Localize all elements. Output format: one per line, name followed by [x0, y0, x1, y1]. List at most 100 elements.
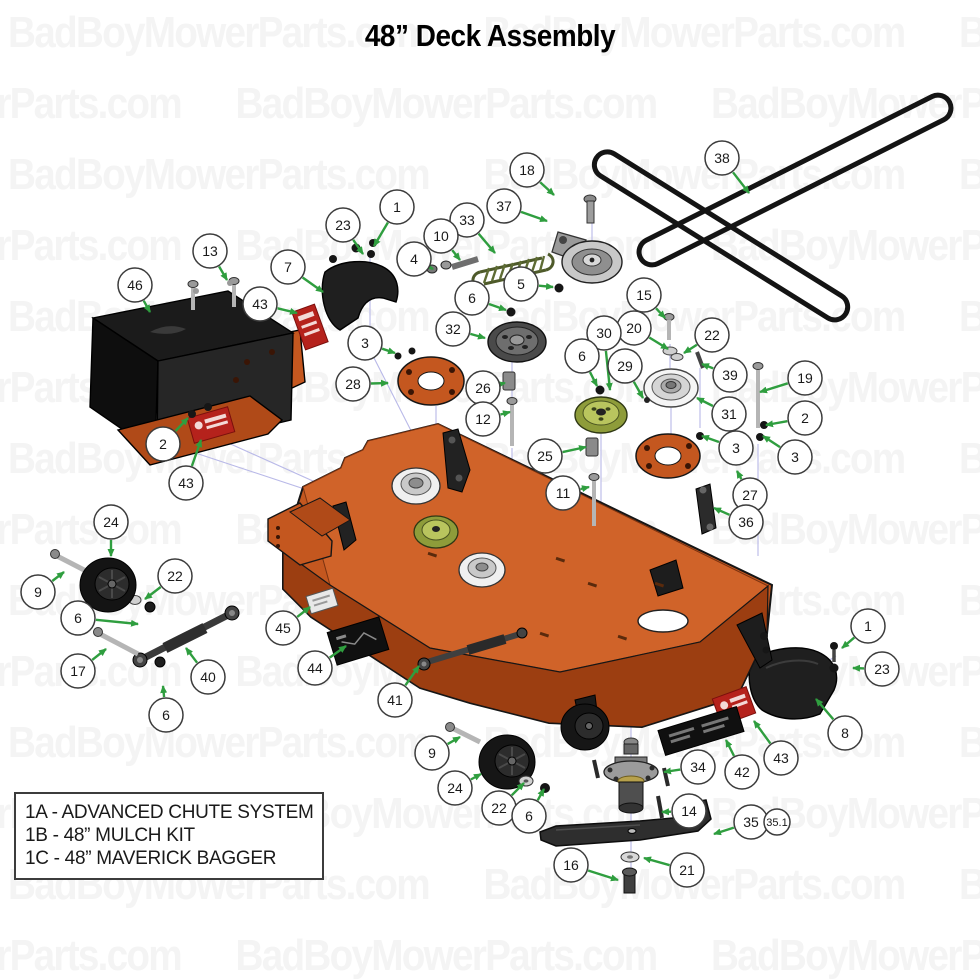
- callout-18: 18: [509, 152, 545, 188]
- drive-belt: [591, 92, 954, 323]
- callout-4: 4: [396, 241, 432, 277]
- callout-arrow-27: [735, 470, 744, 480]
- callout-19: 19: [787, 360, 823, 396]
- svg-text:9: 9: [428, 745, 436, 761]
- callout-arrow-21: [643, 856, 671, 867]
- callout-arrow-7: [301, 276, 324, 293]
- callout-arrow-11: [580, 485, 590, 493]
- callout-3: 3: [777, 439, 813, 475]
- svg-text:24: 24: [447, 780, 463, 796]
- callout-2: 2: [787, 400, 823, 436]
- mower-blade-35: [539, 799, 712, 847]
- callout-5: 5: [503, 266, 539, 302]
- callout-arrow-1: [372, 221, 389, 247]
- idler-arm-pulley-37: [551, 194, 623, 284]
- callout-6: 6: [564, 338, 600, 374]
- callout-arrow-3: [701, 434, 720, 444]
- callout-3: 3: [718, 430, 754, 466]
- callout-32: 32: [435, 311, 471, 347]
- svg-text:18: 18: [519, 162, 535, 178]
- callout-arrow-42: [724, 739, 736, 757]
- legend-item-1a: 1A - ADVANCED CHUTE SYSTEM: [25, 802, 314, 823]
- callout-arrow-36: [713, 506, 730, 516]
- rubber-flap-7: [321, 260, 399, 331]
- svg-text:29: 29: [617, 358, 633, 374]
- callout-arrow-2: [174, 417, 189, 432]
- callout-arrow-22: [683, 343, 698, 355]
- svg-text:6: 6: [468, 290, 476, 306]
- svg-text:6: 6: [578, 348, 586, 364]
- svg-text:23: 23: [874, 661, 890, 677]
- warning-sticker-43b: [186, 406, 236, 444]
- svg-text:1: 1: [864, 618, 872, 634]
- callout-1: 1: [379, 189, 415, 225]
- svg-text:30: 30: [596, 325, 612, 341]
- callout-26: 26: [465, 370, 501, 406]
- deck-wheel-front-left: [79, 557, 137, 613]
- callout-arrow-6: [488, 302, 507, 312]
- hardware-group: [187, 239, 839, 793]
- legend-box: 1A - ADVANCED CHUTE SYSTEM 1B - 48” MULC…: [14, 792, 324, 880]
- callout-arrow-34: [663, 767, 681, 775]
- callout-arrow-10: [451, 249, 461, 261]
- svg-text:1: 1: [393, 199, 401, 215]
- callout-13: 13: [192, 233, 228, 269]
- svg-text:28: 28: [345, 376, 361, 392]
- callout-arrow-23: [352, 239, 364, 255]
- callout-arrow-38: [732, 171, 750, 194]
- callout-23: 23: [864, 651, 900, 687]
- callout-arrow-22: [144, 586, 162, 600]
- spindle-plate-27: [635, 433, 701, 479]
- svg-text:6: 6: [74, 610, 82, 626]
- callout-arrow-9: [447, 735, 461, 746]
- callout-17: 17: [60, 653, 96, 689]
- svg-text:16: 16: [563, 857, 579, 873]
- callout-35: 35: [733, 804, 769, 840]
- svg-text:17: 17: [70, 663, 86, 679]
- deck-wheel-bottom-1: [478, 734, 536, 790]
- callout-10: 10: [423, 218, 459, 254]
- svg-text:5: 5: [517, 276, 525, 292]
- callout-45: 45: [265, 610, 301, 646]
- svg-text:40: 40: [200, 669, 216, 685]
- callout-36: 36: [728, 504, 764, 540]
- svg-text:35.1: 35.1: [766, 817, 787, 829]
- callout-arrow-1: [841, 636, 856, 649]
- svg-text:11: 11: [556, 485, 571, 501]
- callout-arrow-45: [296, 606, 311, 618]
- svg-text:43: 43: [178, 475, 194, 491]
- svg-text:22: 22: [491, 800, 507, 816]
- svg-text:19: 19: [797, 370, 813, 386]
- svg-text:9: 9: [34, 584, 42, 600]
- callout-24: 24: [437, 770, 473, 806]
- callout-28: 28: [335, 366, 371, 402]
- callout-23: 23: [325, 207, 361, 243]
- svg-text:36: 36: [738, 514, 754, 530]
- svg-text:33: 33: [459, 212, 475, 228]
- green-pulley-30: [574, 396, 628, 434]
- callout-42: 42: [724, 754, 760, 790]
- svg-text:45: 45: [275, 620, 291, 636]
- svg-text:14: 14: [681, 803, 697, 819]
- svg-text:3: 3: [791, 449, 799, 465]
- callout-arrow-15: [655, 307, 666, 319]
- callout-31: 31: [711, 396, 747, 432]
- callout-arrow-32: [469, 332, 486, 340]
- svg-text:43: 43: [773, 750, 789, 766]
- callout-34: 34: [680, 749, 716, 785]
- svg-text:27: 27: [742, 487, 758, 503]
- callout-arrow-8: [815, 698, 835, 721]
- svg-text:32: 32: [445, 321, 461, 337]
- link-36: [695, 483, 717, 535]
- svg-text:43: 43: [252, 296, 268, 312]
- legend-item-1b: 1B - 48” MULCH KIT: [25, 825, 195, 846]
- watermark-text: BadBoyMowerParts.com BadBoyMowerParts.co…: [8, 8, 980, 57]
- callout-38: 38: [704, 140, 740, 176]
- callout-arrow-22: [510, 782, 525, 797]
- callout-41: 41: [377, 682, 413, 718]
- callout-35.1: 35.1: [763, 808, 791, 836]
- arrows-layer: [51, 171, 865, 882]
- svg-text:39: 39: [722, 367, 738, 383]
